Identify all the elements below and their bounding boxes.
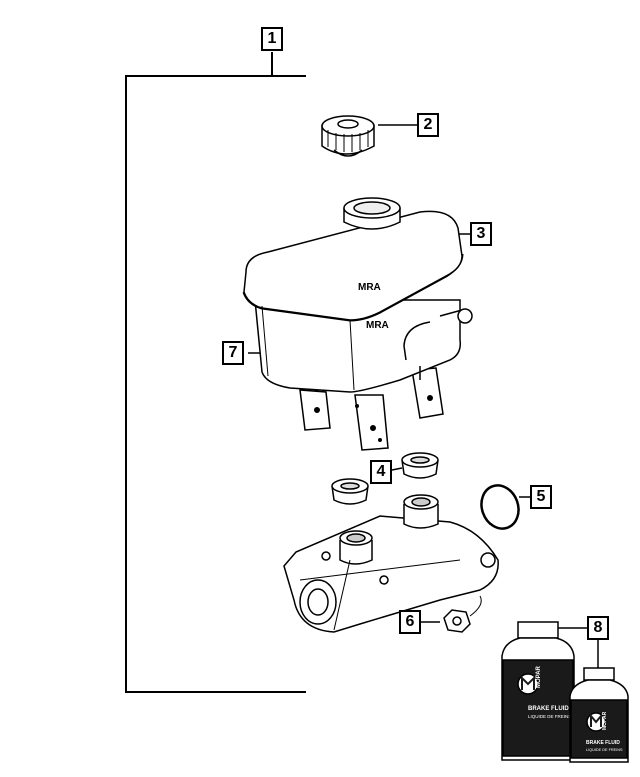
- bottle-small-brand: MOPAR: [602, 711, 608, 730]
- reservoir-grommets: [331, 452, 439, 505]
- callout-3: 3: [470, 222, 492, 246]
- bottle-large-brand: MOPAR: [536, 665, 542, 688]
- callout-7: 7: [222, 341, 244, 365]
- reservoir-logo-lower: MRA: [366, 320, 389, 331]
- callout-2: 2: [417, 113, 439, 137]
- callout-4: 4: [370, 460, 392, 484]
- bottle-small-sublabel: LIQUIDE DE FREINS: [586, 748, 623, 752]
- brake-fluid-bottle-small: [569, 667, 629, 763]
- callout-1: 1: [261, 27, 283, 51]
- reservoir-logo-upper: MRA: [358, 282, 381, 293]
- master-cylinder: [283, 494, 499, 633]
- reservoir-cap: [321, 115, 375, 157]
- bottle-small-label: BRAKE FLUID: [586, 740, 620, 746]
- brake-fluid-bottle-large: [501, 621, 575, 761]
- callout-8: 8: [587, 616, 609, 640]
- callout-6: 6: [399, 610, 421, 634]
- bottle-large-label: BRAKE FLUID: [528, 706, 569, 712]
- o-ring: [480, 484, 520, 530]
- brake-fluid-reservoir: MRA MRA: [242, 197, 473, 451]
- assembly-bracket: [125, 75, 306, 693]
- bottle-large-sublabel: LIQUIDE DE FREINS: [528, 714, 571, 719]
- mounting-nut: [443, 595, 482, 633]
- callout-5: 5: [530, 485, 552, 509]
